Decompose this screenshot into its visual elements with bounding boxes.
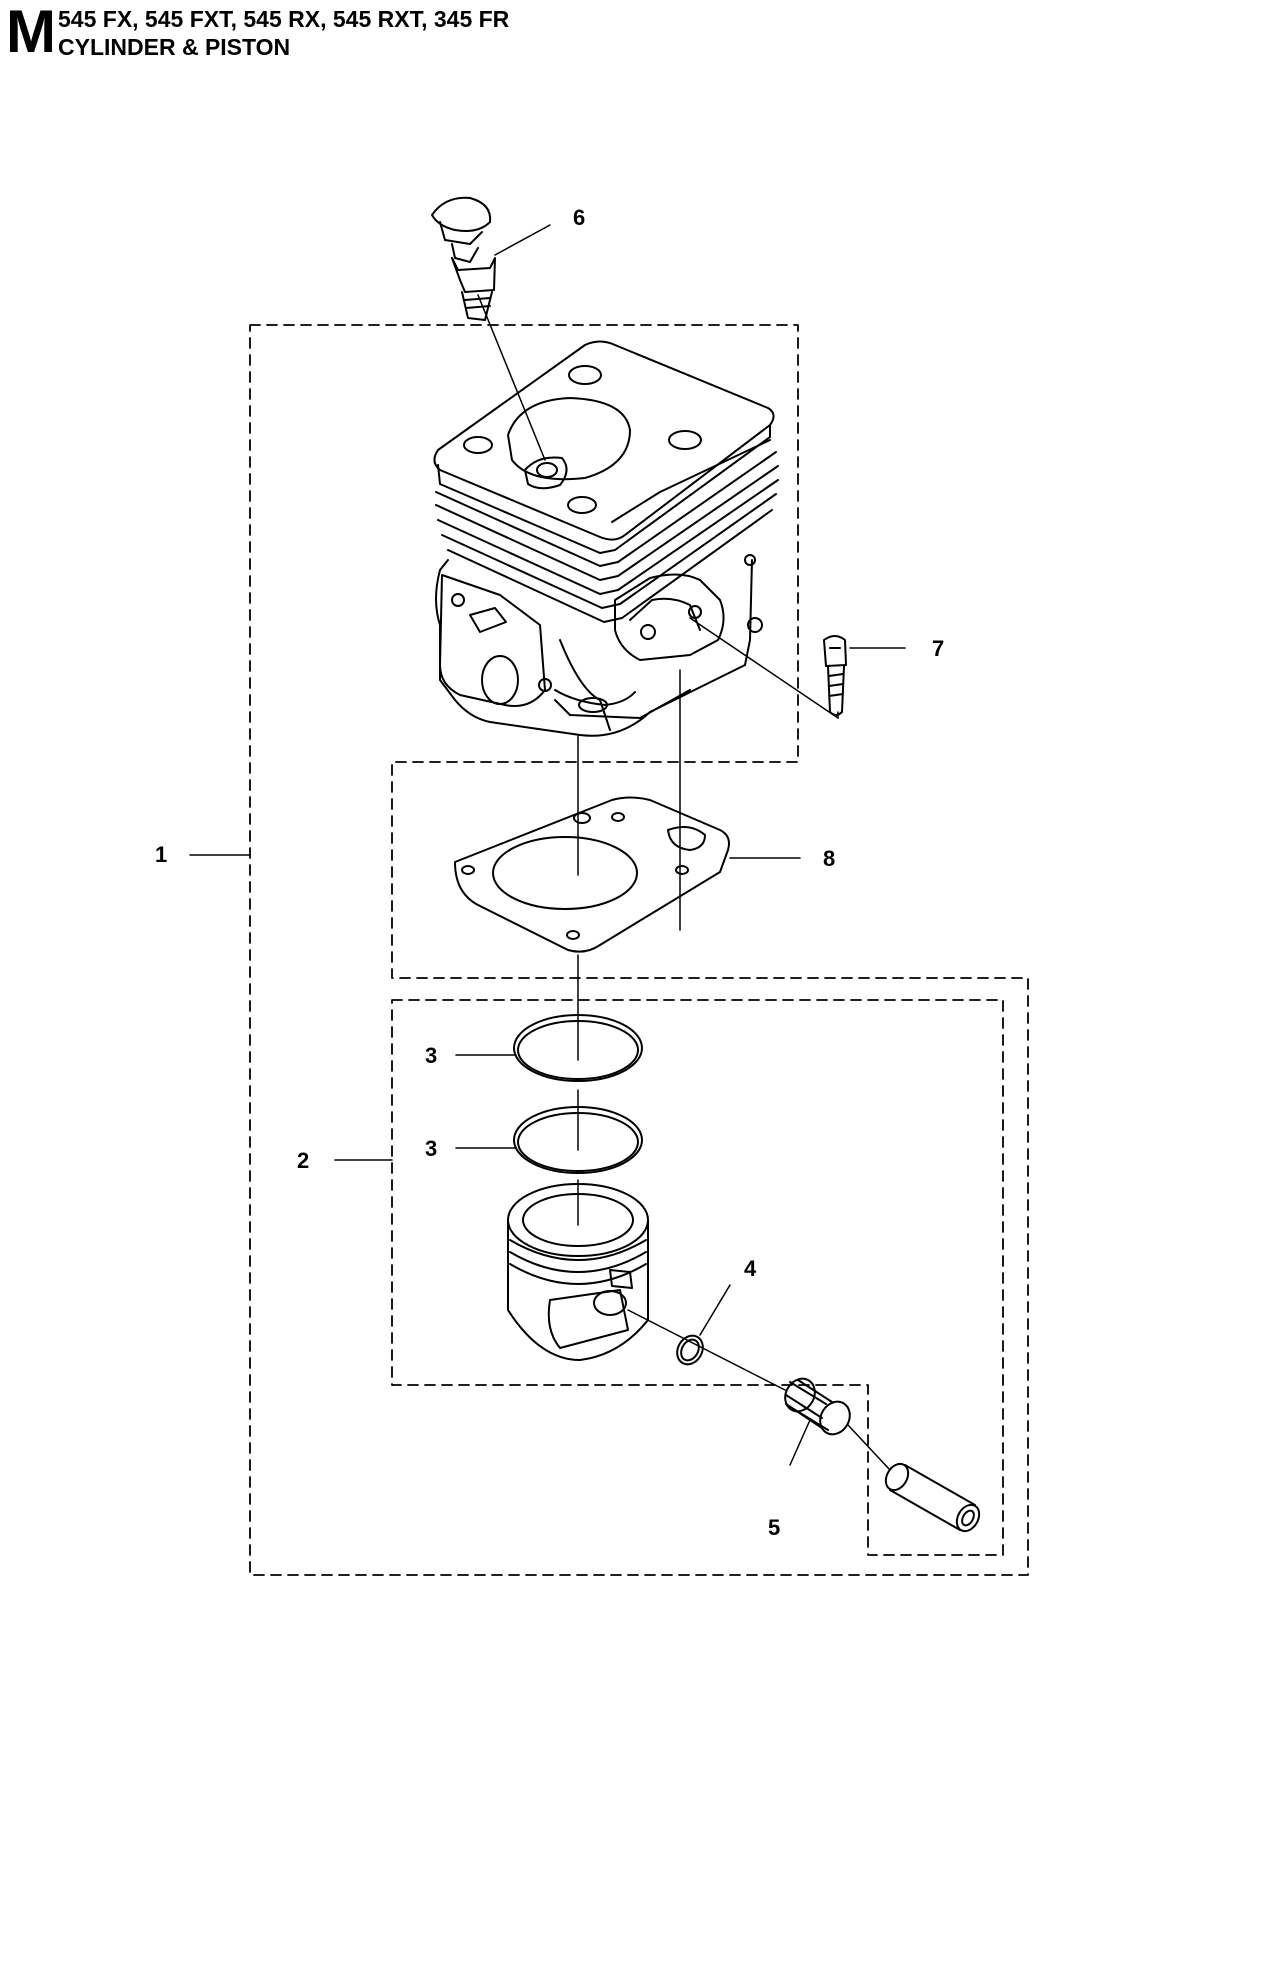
callout-4: 4 <box>744 1256 757 1281</box>
leader-lines <box>189 224 906 1466</box>
callout-8: 8 <box>823 846 835 871</box>
assembly-axis-lines <box>477 294 891 1471</box>
gasket-drawing <box>454 796 730 953</box>
callout-5: 5 <box>768 1515 780 1540</box>
callout-labels: 1 2 3 3 4 5 6 7 8 <box>155 205 944 1540</box>
screw-drawing <box>823 635 847 716</box>
piston-pin-drawing <box>884 1462 981 1533</box>
callout-6: 6 <box>573 205 585 230</box>
section-letter: M <box>6 0 56 65</box>
assembly-group-1-outline <box>249 324 1029 1576</box>
callout-7: 7 <box>932 636 944 661</box>
circlip-drawing <box>676 1334 704 1366</box>
cylinder-drawing <box>433 340 779 737</box>
assembly-group-2-outline <box>391 999 1004 1556</box>
callout-1: 1 <box>155 842 167 867</box>
page-title: CYLINDER & PISTON <box>58 34 291 60</box>
decompression-valve-drawing <box>431 196 496 321</box>
model-list: 545 FX, 545 FXT, 545 RX, 545 RXT, 345 FR <box>58 6 510 32</box>
callout-3-upper-ring: 3 <box>425 1043 437 1068</box>
callout-2: 2 <box>297 1148 309 1173</box>
needle-bearing-drawing <box>784 1377 851 1436</box>
callout-3-lower-ring: 3 <box>425 1136 437 1161</box>
